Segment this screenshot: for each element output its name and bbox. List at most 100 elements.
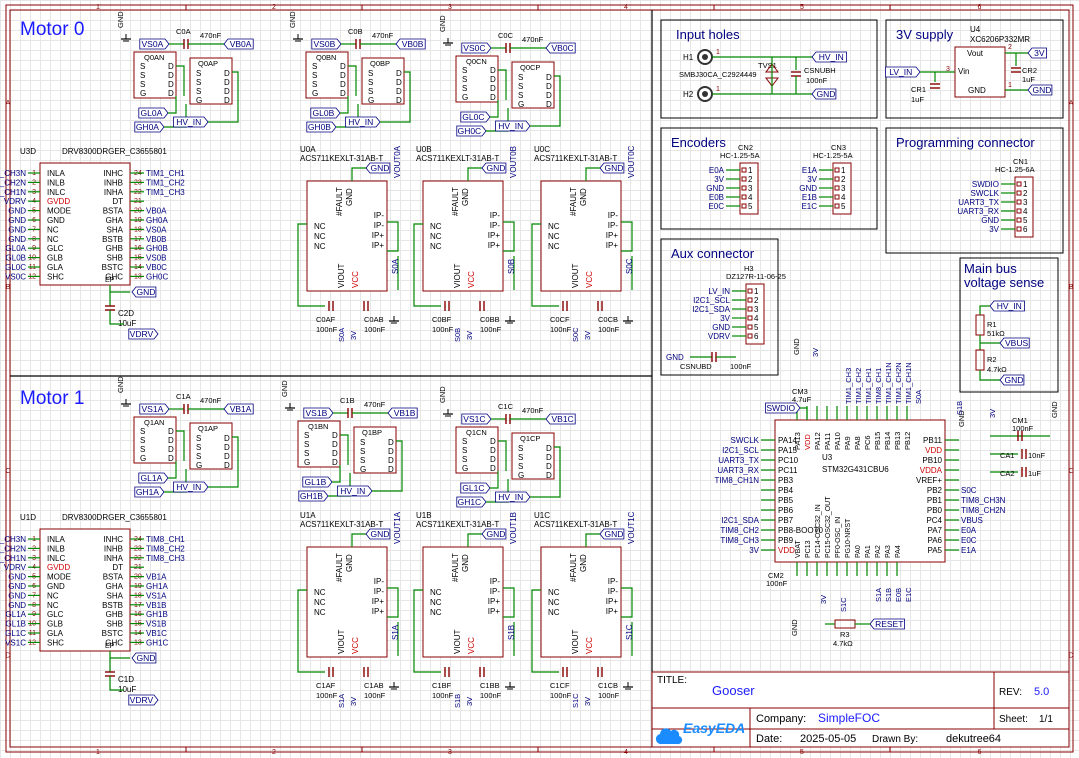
drv0-rnet: TIM1_CH2 [146, 178, 185, 187]
cs0-2-gnd-port [599, 162, 625, 174]
h3-net: VDRV [708, 332, 731, 341]
cs1-2-out: VOUT1C [627, 511, 636, 544]
mcu-lpin: PB4 [778, 486, 794, 495]
m1b-qn-pin: S [304, 449, 309, 458]
m1b-hv-port [337, 485, 373, 497]
cs1-1-ipw [503, 587, 515, 618]
m0b-vb-port [395, 38, 426, 50]
bus-hv-port [989, 300, 1025, 312]
cs0-0-body [306, 180, 388, 292]
m1a-qp-pin: S [196, 452, 201, 461]
aux-title: Aux connector [671, 246, 755, 261]
sup-3v-port [1027, 47, 1047, 59]
m1a-vb-label: VB1A [230, 404, 252, 414]
drv1-rpin: SHA [107, 591, 124, 600]
row-mark-right: C [1068, 468, 1073, 475]
drv0-lnet: VS0C [5, 272, 26, 281]
m0c-vb-port [545, 42, 576, 54]
input-gnd-port [811, 88, 837, 100]
drv1-lnet: GL1A [6, 610, 27, 619]
m0a-gndtxt: GND [116, 11, 125, 28]
h3-pin [747, 324, 753, 330]
drv1-epgnd-label: GND [137, 653, 156, 663]
drv1-epw [109, 651, 130, 659]
cs1-1-b3v: 3V [465, 697, 474, 706]
m0c-gh-port [456, 125, 487, 137]
m0c-qp-pin: G [518, 100, 524, 109]
h3-pinnum: 5 [754, 323, 759, 332]
m0b-w4 [404, 71, 411, 116]
cs1-2-b3v: 3V [583, 697, 592, 706]
m0b-cval: 470nF [372, 31, 394, 40]
col-mark-bottom: 1 [96, 749, 100, 756]
m1b-qp-pin: S [360, 438, 365, 447]
cs1-0-gndpin: GND [345, 554, 354, 572]
r3-ref: R3 [840, 630, 850, 639]
cs0-2-viout: VIOUT [571, 263, 580, 288]
drv0-rpin: BSTA [103, 207, 124, 216]
motor0-title: Motor 0 [20, 19, 84, 40]
mcu-gnd-r2: GND [1050, 401, 1059, 418]
cn2-pin [741, 203, 747, 209]
cs1-2-body [540, 546, 622, 658]
cs0-0-c1val: 100nF [316, 325, 338, 334]
drv1-lnet: GL1C [5, 629, 26, 638]
h3-pin [747, 306, 753, 312]
m0a-vb-label: VB0A [230, 39, 252, 49]
mcu-lnet: TIM8_CH3 [720, 536, 759, 545]
m1b-qn-pin: S [304, 431, 309, 440]
cs0-2-gnd-label: GND [605, 163, 624, 173]
m1a-qn [133, 416, 177, 464]
m0b-w7 [380, 116, 411, 123]
m1a-gl-port [138, 472, 169, 484]
mcu-bpin: PA2 [875, 545, 882, 558]
h2-center [702, 91, 708, 97]
cn1-net: UART3_TX [958, 198, 999, 207]
h3-pin [747, 315, 753, 321]
mcu-tnet: TIM1_CH1N [884, 362, 893, 404]
h3-ref: H3 [744, 264, 754, 273]
cs0-2-c2val: 100nF [598, 325, 620, 334]
h3-net: GND [712, 323, 730, 332]
drv0-epgnd-port [131, 286, 157, 298]
m0a-qn-ref: Q0AN [144, 53, 164, 62]
cs1-2-viout: VIOUT [571, 629, 580, 654]
h3-pin [747, 288, 753, 294]
m0b-gl-port [310, 107, 341, 119]
m0b-w5 [340, 96, 349, 114]
m0b-qp-pin: D [396, 87, 402, 96]
cs1-0-c1val: 100nF [316, 691, 338, 700]
m1a-qp-pin: D [224, 443, 230, 452]
mcu-rpin: PB11 [923, 436, 943, 445]
cs1-0-nc: NC [314, 598, 326, 607]
m0c-cref: C0C [498, 31, 514, 40]
cs0-0-ip: IP- [374, 211, 385, 220]
drv1-vdrv-label: VDRV [130, 695, 154, 705]
cs1-0-b3v: 3V [349, 697, 358, 706]
cs0-0-vcc: VCC [351, 271, 360, 288]
encoders-title: Encoders [671, 135, 726, 150]
mcu-s1c: S1C [839, 597, 848, 612]
drv1-rnet: VB1A [146, 573, 167, 582]
m1c-qn-pin: S [462, 437, 467, 446]
m0c-qn-pin: G [462, 93, 468, 102]
cn2-pin [741, 194, 747, 200]
drv1-lpin: GVDD [47, 563, 70, 572]
cs1-0-gnd-port [365, 528, 391, 540]
m1c-qn-ref: Q1CN [466, 428, 487, 437]
mcu-bpin: PC13 [805, 540, 812, 558]
cs0-1-gnd-label: GND [487, 163, 506, 173]
m0c-qn-pin: D [490, 66, 496, 75]
m0c-qn [455, 55, 499, 103]
cs0-0-ip: IP- [374, 221, 385, 230]
drv0-rpin: SHA [107, 225, 124, 234]
drawn-value: dekutree64 [946, 733, 1001, 745]
mcu-bpin: PA4 [895, 545, 902, 558]
drv0-vdrv-label: VDRV [130, 329, 154, 339]
drv0-lpin: INLA [47, 169, 65, 178]
drv0-lnet: TIM1_CH1N [0, 188, 26, 197]
m0a-qn [133, 51, 177, 99]
drv1-rpin: INHC [103, 535, 123, 544]
h3-net: I2C1_SCL [693, 296, 730, 305]
cn1-pin [1016, 190, 1022, 196]
